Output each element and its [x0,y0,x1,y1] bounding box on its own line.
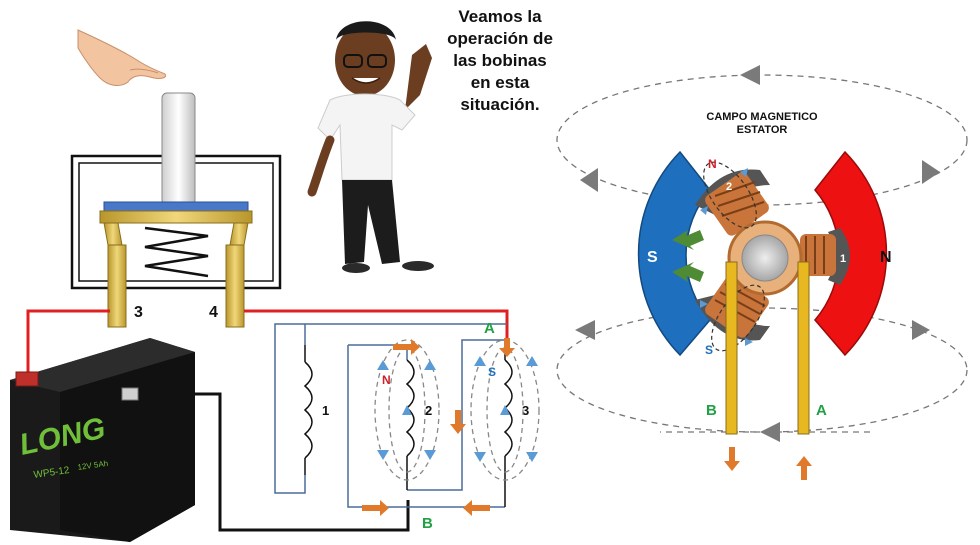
attraction-arrow-upper [672,230,704,250]
push-switch: 3 4 [70,92,282,328]
current-arrow-in [796,456,812,480]
switch-plate-blue [103,201,249,212]
speech-line: las bobinas [453,51,547,70]
pole-label-s: S [488,365,496,379]
speech-line: en esta [470,73,530,92]
field-loop-top [556,74,968,206]
motor-title-line1: CAMPO MAGNETICO [706,111,818,123]
switch-terminal-3 [107,244,127,328]
speech-line: situación. [460,95,540,114]
motor-coil-right-label: 1 [840,253,846,265]
battery-spec: 12V 5Ah [77,459,109,472]
motor-lead-a [797,261,810,435]
node-label-b: B [422,515,433,532]
motor-lead-b [725,261,738,435]
motor-title-line2: ESTATOR [737,124,788,136]
switch-terminal-4 [225,244,245,328]
magnet-north-label: N [880,249,892,266]
battery: LONG WP5-12 12V 5Ah [10,338,195,542]
coil-3-label: 3 [522,403,529,418]
coil-circuit: 1 2 3 A [274,320,540,532]
coil-2-label: 2 [425,403,432,418]
battery-model: WP5-12 [33,465,71,481]
speech-line: operación de [447,29,553,48]
character-figure [307,21,434,273]
node-label-a: A [484,320,495,337]
switch-spring [144,226,209,278]
terminal-label-3: 3 [134,304,143,321]
battery-terminal-negative [121,387,139,401]
coil-3: 3 [503,340,529,507]
hand-icon [77,29,167,86]
field-line-coil2-outer [374,339,440,481]
rotor-shaft [741,234,789,282]
terminal-label-4: 4 [209,304,218,321]
speech-caption: Veamos la operación de las bobinas en es… [440,6,560,116]
motor-coil-bottom-pole: S [705,343,713,357]
motor-coil-top-pole: N [708,157,717,171]
coil-1-label: 1 [322,403,329,418]
battery-terminal-positive [15,371,39,387]
red-wire-coils [244,309,509,345]
motor-lead-b-label: B [706,402,717,419]
speech-line: Veamos la [458,7,542,26]
pole-label-n: N [382,373,391,387]
coil-1: 1 [303,345,329,475]
current-arrow-out [724,447,740,471]
attraction-arrow-lower [672,262,704,282]
motor-lead-a-label: A [816,402,827,419]
magnet-south [637,150,711,357]
motor-coil-top-label: 2 [726,181,732,193]
switch-plate-gold [99,210,253,224]
motor: CAMPO MAGNETICO ESTATOR S N 2 1 [556,65,968,480]
magnet-south-label: S [647,249,658,266]
red-wire-battery [26,309,110,372]
switch-plunger [161,92,196,206]
